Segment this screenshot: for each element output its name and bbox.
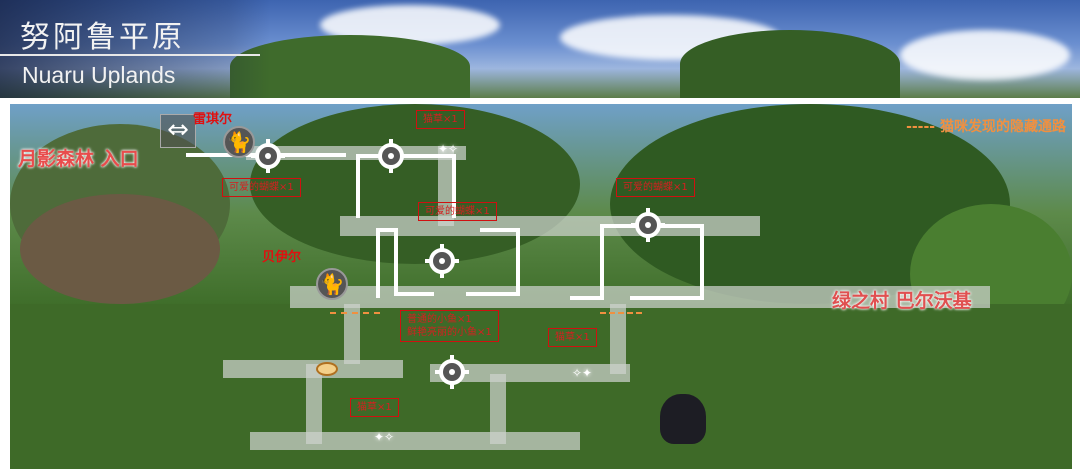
sparkle-icon: ✧✦ [572,366,593,380]
area-title-english: Nuaru Uplands [22,62,176,88]
item-label: 可爱的蝴蝶×1 [222,178,301,197]
cat-name-2: 贝伊尔 [262,250,302,265]
crosshair-icon[interactable] [435,355,469,389]
exit-arrows-icon[interactable]: ⇔ [160,114,196,148]
crosshair-icon[interactable] [374,139,408,173]
cat-icon[interactable]: 🐈 [316,268,348,300]
item-label-fish: 普通的小鱼×1 鲜艳亮丽的小鱼×1 [400,310,499,342]
item-label: 猫草×1 [548,328,597,347]
area-title-chinese: 努阿鲁平原 [20,20,185,55]
item-label: 猫草×1 [416,110,465,129]
crosshair-icon[interactable] [631,208,665,242]
black-cat-character [660,394,706,444]
title-divider [0,54,260,56]
item-label: 猫草×1 [350,398,399,417]
item-label: 可爱的蝴蝶×1 [616,178,695,197]
fish-line-2: 鲜艳亮丽的小鱼×1 [407,327,492,338]
sparkle-icon: ✦✧ [438,142,459,156]
sparkle-icon: ✦✧ [374,430,395,444]
crosshair-icon[interactable] [251,139,285,173]
legend-dash: ----- [906,119,936,135]
legend-hidden-path: ----- 猫咪发现的隐藏通路 [906,116,1066,136]
waypoint-eye-icon[interactable] [316,362,338,376]
crosshair-icon[interactable] [425,244,459,278]
legend-text: 猫咪发现的隐藏通路 [940,119,1066,135]
left-exit-label: 月影森林 入口 [18,148,139,170]
item-label: 可爱的蝴蝶×1 [418,202,497,221]
right-exit-label: 绿之村 巴尔沃基 [832,290,972,312]
area-map: ⇔ 雷琪尔 🐈 贝伊尔 🐈 月影森林 入口 绿之村 巴尔沃基 ----- 猫咪发… [10,104,1072,469]
fish-line-1: 普通的小鱼×1 [407,314,472,325]
cat-icon[interactable]: 🐈 [223,126,255,158]
area-title-banner: 努阿鲁平原 Nuaru Uplands [0,0,1080,98]
cat-name-1: 雷琪尔 [193,112,233,127]
